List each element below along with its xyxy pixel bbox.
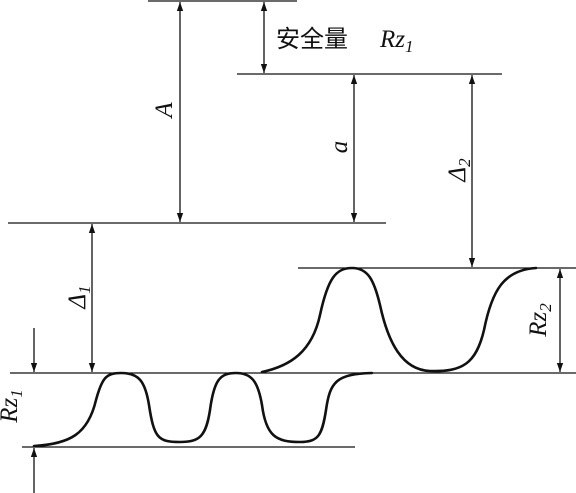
label-rz1: Rz1 [0, 389, 26, 424]
svg-text:Rz1: Rz1 [379, 26, 414, 56]
label-safety-rz: Rz [379, 26, 405, 53]
label-delta2-symbol: Δ [444, 167, 471, 183]
upper-surface-profile [260, 266, 538, 374]
svg-text:Δ2: Δ2 [444, 158, 474, 183]
label-a: a [326, 141, 353, 154]
label-safety-cn: 安全量 [276, 25, 348, 53]
label-rz1-subscript: 1 [7, 389, 26, 398]
svg-text:Rz2: Rz2 [525, 303, 555, 338]
label-rz2: Rz2 [525, 303, 555, 338]
label-delta1: Δ1 [64, 285, 94, 309]
label-rz2-symbol: Rz [525, 311, 552, 337]
label-rz1-symbol: Rz [0, 397, 23, 423]
label-delta2: Δ2 [444, 158, 474, 183]
svg-text:Δ1: Δ1 [64, 285, 94, 309]
label-safety-margin: 安全量 Rz1 [276, 25, 414, 56]
label-delta1-symbol: Δ [64, 294, 91, 310]
label-delta1-subscript: 1 [75, 285, 94, 294]
lower-surface-profile [32, 371, 374, 448]
label-rz2-subscript: 2 [536, 303, 555, 312]
label-delta2-subscript: 2 [455, 158, 474, 167]
label-safety-subscript: 1 [405, 37, 414, 56]
label-A: A [151, 102, 178, 120]
svg-text:Rz1: Rz1 [0, 389, 26, 424]
